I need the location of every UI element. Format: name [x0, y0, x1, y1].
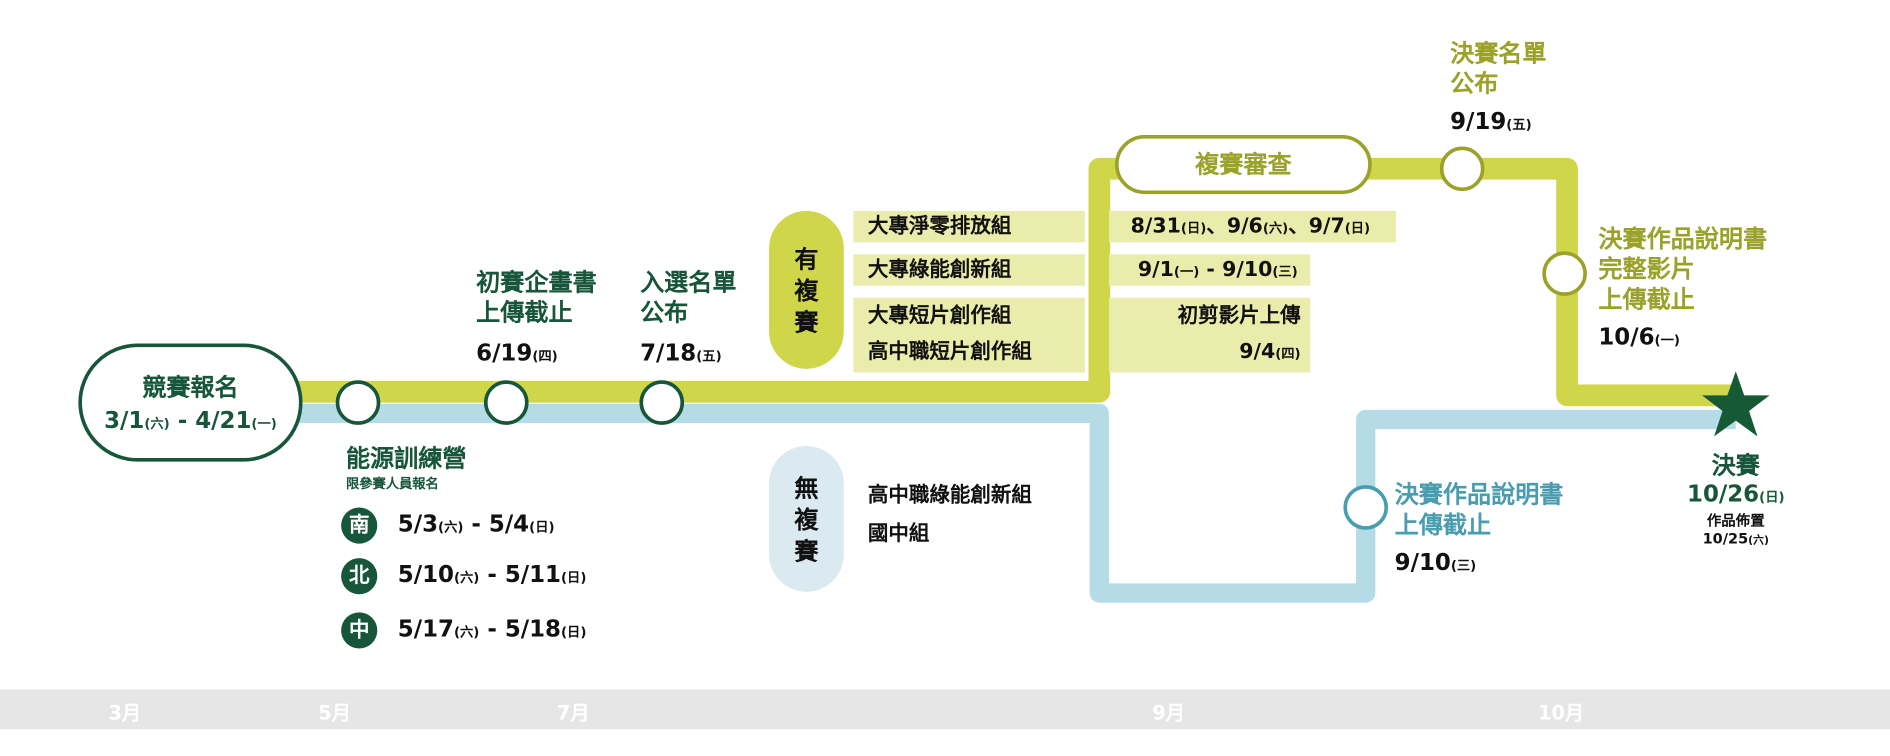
final-list-line2: 公布 [1450, 68, 1499, 98]
setup-date: 10/25(六) [1702, 530, 1769, 548]
without-semi-groups: 高中職綠能創新組 國中組 [868, 476, 1032, 553]
rough-cut-title: 初剪影片上傳 [1177, 303, 1301, 328]
group-name: 國中組 [867, 521, 930, 547]
milestone-final-list-circle [1439, 146, 1485, 192]
group-name: 大專短片創作組 [867, 303, 1012, 328]
without-semi-label: 無複賽 [794, 473, 819, 565]
registration-date: 3/1(六) - 4/21(一) [104, 406, 277, 434]
camp-note: 限參賽人員報名 [345, 476, 439, 492]
final-date: 10/26(日) [1687, 480, 1785, 508]
with-semi-label: 有複賽 [794, 244, 819, 336]
final-video-line1: 決賽作品說明書 [1598, 224, 1768, 254]
group-row: 大專綠能創新組 [853, 254, 1085, 286]
final-video-line2: 完整影片 [1598, 254, 1695, 284]
final-list-line1: 決賽名單 [1450, 38, 1547, 68]
region-badge: 北 [341, 558, 378, 595]
registration-title: 競賽報名 [142, 371, 239, 401]
final-video-label: 決賽作品說明書 完整影片 上傳截止 10/6(一) [1598, 224, 1767, 351]
shortlist-line1: 入選名單 [640, 267, 737, 297]
month-label: 3月 [108, 701, 142, 725]
shortlist-line2: 公布 [640, 297, 689, 327]
final-video-date: 10/6(一) [1598, 324, 1680, 351]
region-badge: 南 [341, 507, 378, 544]
shortlist-date: 7/18(五) [640, 339, 722, 367]
milestone-prelim-circle [483, 380, 529, 425]
final-list-label: 決賽名單 公布 9/19(五) [1450, 39, 1546, 135]
final-star-icon [1702, 371, 1770, 437]
session-date: 5/3(六) - 5/4(日) [397, 511, 555, 538]
shortlist-label: 入選名單 公布 7/18(五) [640, 268, 736, 367]
group-name: 高中職綠能創新組 [867, 483, 1032, 508]
camp-title: 能源訓練營 [345, 443, 467, 473]
month-axis [0, 689, 1890, 730]
group-name: 高中職短片創作組 [867, 339, 1032, 365]
month-label: 10月 [1538, 701, 1585, 725]
group-row: 大專淨零排放組 [853, 210, 1085, 243]
semi-date-row-2: 9/1(一) - 9/10(三) [1108, 254, 1311, 286]
milestone-final-video-circle [1542, 251, 1587, 296]
final-label: 決賽 10/26(日) 作品佈置 10/25(六) [1676, 451, 1797, 547]
milestone-final-doc-circle [1343, 485, 1389, 530]
semi-review-title: 複賽審查 [1195, 149, 1292, 179]
semi-date-row-1: 8/31(日)、9/6(六)、9/7(日) [1108, 210, 1396, 243]
month-label: 9月 [1152, 701, 1186, 725]
milestone-shortlist-circle [639, 380, 685, 425]
final-doc-line1: 決賽作品說明書 [1394, 479, 1564, 509]
prelim-date: 6/19(四) [476, 339, 558, 367]
without-semi-pill: 無複賽 [769, 445, 844, 592]
semi-review-pill: 複賽審查 [1114, 135, 1372, 195]
session-date: 5/10(六) - 5/11(日) [397, 561, 587, 589]
prelim-line2: 上傳截止 [476, 297, 573, 327]
setup-title: 作品佈置 [1706, 512, 1765, 530]
with-semi-pill: 有複賽 [769, 210, 844, 369]
rough-cut-date: 9/4(四) [1239, 339, 1301, 365]
month-label: 5月 [318, 701, 351, 725]
month-label: 7月 [556, 701, 590, 725]
prelim-label: 初賽企畫書 上傳截止 6/19(四) [476, 268, 597, 367]
semi-date-row-3: 初剪影片上傳 9/4(四) [1108, 297, 1311, 373]
camp-label: 能源訓練營 限參賽人員報名 [346, 444, 467, 493]
milestone-camp-circle [335, 380, 381, 425]
prelim-line1: 初賽企畫書 [476, 267, 597, 297]
final-doc-label: 決賽作品說明書 上傳截止 9/10(三) [1395, 480, 1564, 576]
session-date: 5/17(六) - 5/18(日) [397, 615, 587, 643]
final-video-line3: 上傳截止 [1598, 284, 1695, 314]
region-badge: 中 [341, 612, 378, 649]
registration-pill: 競賽報名 3/1(六) - 4/21(一) [78, 343, 303, 462]
final-title: 決賽 [1711, 450, 1760, 480]
group-row-pair: 大專短片創作組 高中職短片創作組 [853, 297, 1085, 373]
direct-final-route-line [295, 403, 1736, 603]
final-doc-date: 9/10(三) [1394, 549, 1477, 577]
final-doc-line2: 上傳截止 [1394, 509, 1492, 539]
final-list-date: 9/19(五) [1450, 108, 1532, 136]
